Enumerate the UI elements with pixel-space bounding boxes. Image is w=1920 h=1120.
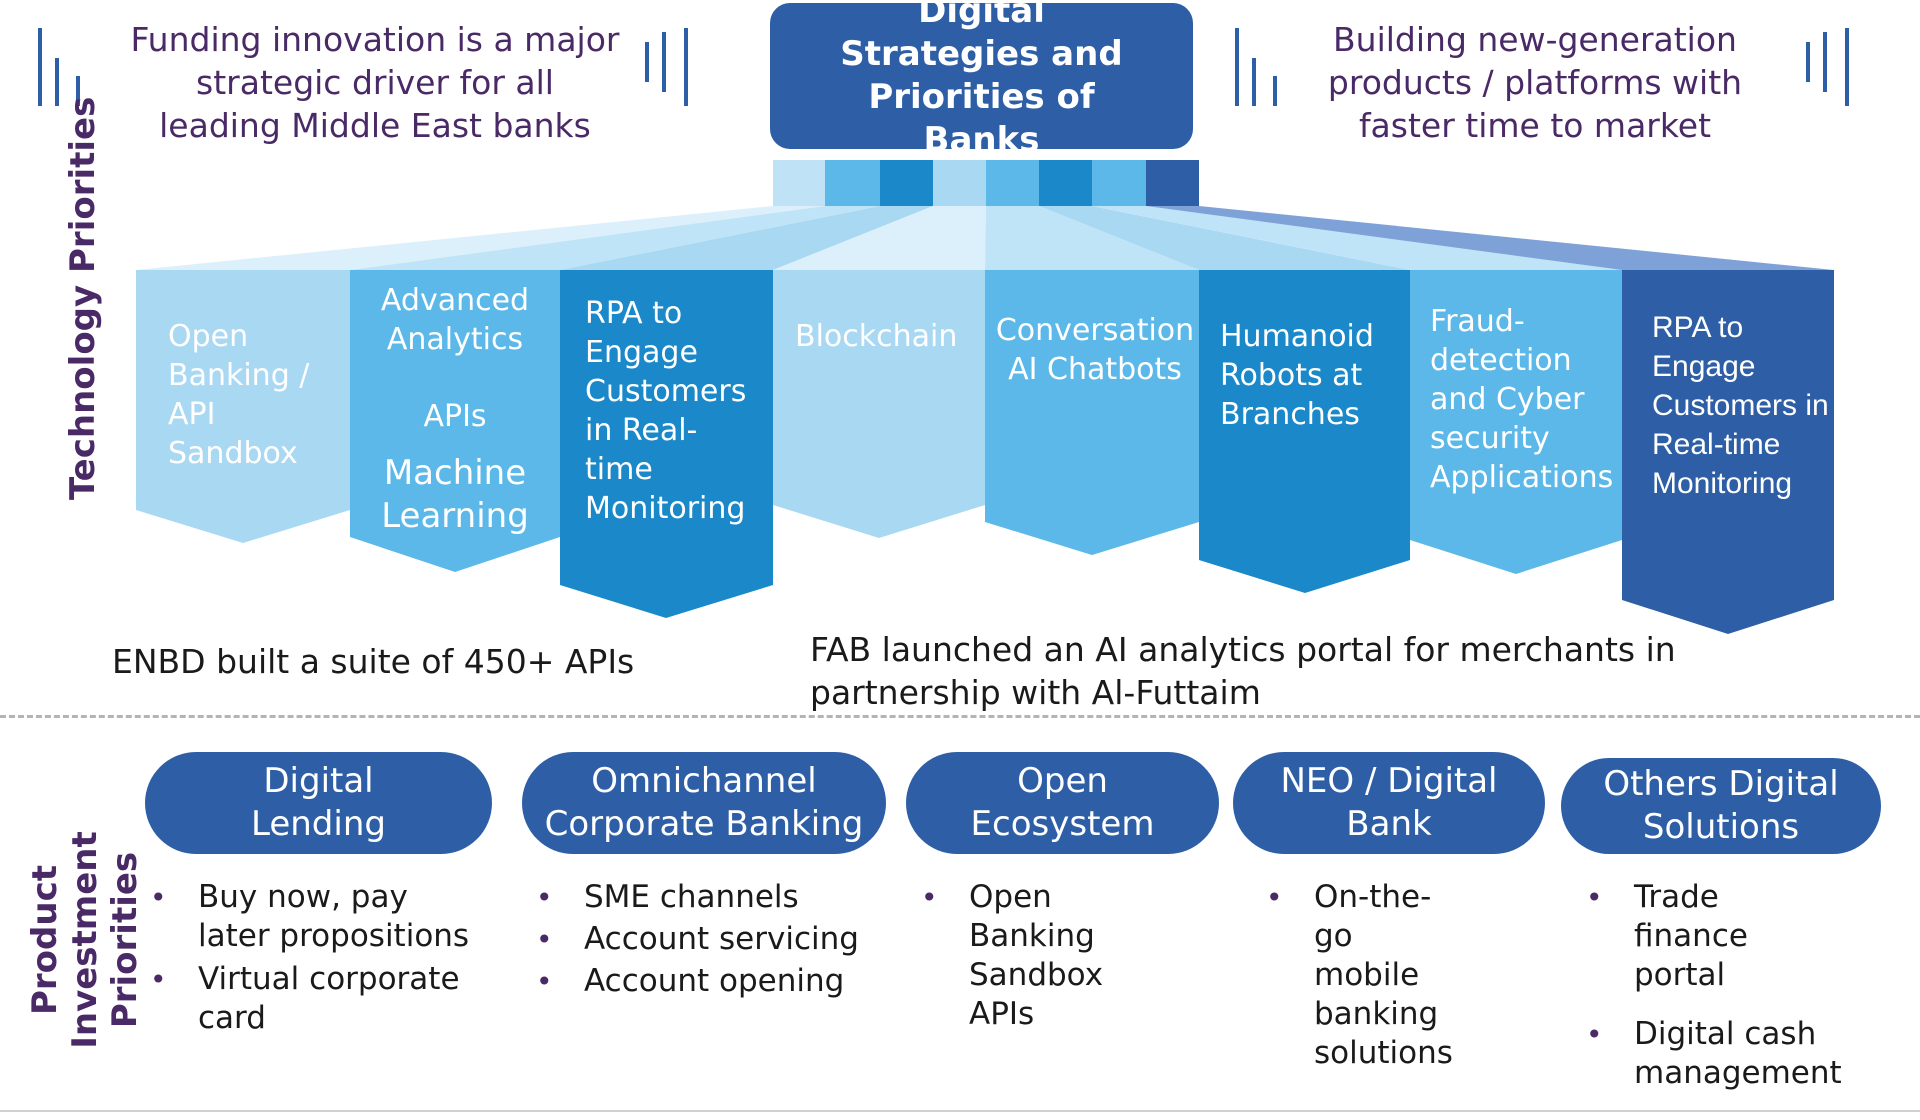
- tech-chevron-2: [350, 270, 560, 572]
- pill-others-digital-label: Others Digital Solutions: [1603, 764, 1839, 847]
- bullets-digital-lending: Buy now, pay later propositions Virtual …: [144, 878, 484, 1038]
- product-section-label: Product Investment Priorities: [25, 760, 145, 1120]
- main-title-box: Digital Strategies and Priorities of Ban…: [770, 0, 1193, 160]
- bullets-open-ecosystem: Open Banking Sandbox APIs: [915, 878, 1175, 1034]
- bottom-divider: [0, 1110, 1920, 1112]
- left-bars-icon: [38, 28, 88, 108]
- left-bars-right-icon: [645, 28, 695, 108]
- left-tagline: Funding innovation is a major strategic …: [130, 20, 620, 145]
- pill-omnichannel-label: Omnichannel Corporate Banking: [544, 761, 864, 844]
- pill-neo-digital-bank-label: NEO / Digital Bank: [1280, 761, 1498, 844]
- right-tagline: Building new-generation products / platf…: [1327, 20, 1743, 145]
- tech-label-open-banking: Open Banking / API Sandbox: [168, 319, 310, 471]
- pill-omnichannel: Omnichannel Corporate Banking: [522, 752, 886, 854]
- section-divider: [0, 715, 1920, 718]
- pill-digital-lending: Digital Lending: [145, 752, 492, 854]
- right-bars-right-icon: [1806, 28, 1856, 108]
- bullet-item: Buy now, pay later propositions: [144, 878, 484, 956]
- technology-fan-diagram: [136, 160, 1834, 634]
- pill-open-ecosystem: Open Ecosystem: [906, 752, 1219, 854]
- bullet-item: Virtual corporate card: [144, 960, 484, 1038]
- tech-label-conversation-ai: Conversation AI Chatbots: [995, 313, 1195, 387]
- bullets-neo-digital-bank: On-the-go mobile banking solutions: [1260, 878, 1453, 1073]
- right-bars-icon: [1235, 28, 1285, 108]
- tech-chevron-5: [985, 270, 1199, 555]
- pill-neo-digital-bank: NEO / Digital Bank: [1233, 752, 1545, 854]
- fan-rays: [136, 206, 1834, 270]
- tech-label-rpa-2: RPA to Engage Customers in Real-time Mon…: [1652, 311, 1829, 500]
- pill-digital-lending-label: Digital Lending: [251, 761, 386, 844]
- tech-chevron-8: [1622, 270, 1834, 634]
- example-fab: FAB launched an AI analytics portal for …: [810, 630, 1676, 712]
- tech-chevron-3: [560, 270, 773, 618]
- bullets-others-digital: Trade finance portal Digital cash manage…: [1580, 878, 1842, 1093]
- bullet-item: Digital cash management: [1580, 1015, 1842, 1093]
- tech-chevron-1: [136, 270, 350, 543]
- tech-label-machine-learning: Machine Learning: [381, 453, 529, 536]
- example-enbd: ENBD built a suite of 450+ APIs: [112, 642, 635, 681]
- bullets-omnichannel: SME channels Account servicing Account o…: [530, 878, 880, 1001]
- bullet-item: On-the-go mobile banking solutions: [1260, 878, 1453, 1073]
- tech-label-rpa-1: RPA to Engage Customers in Real-time Mon…: [585, 296, 747, 526]
- bullet-item: Open Banking Sandbox APIs: [915, 878, 1175, 1034]
- tech-label-fraud-detection: Fraud-detection and Cyber security Appli…: [1430, 304, 1614, 495]
- bullet-item: SME channels: [530, 878, 880, 917]
- tech-label-apis: APIs: [423, 399, 487, 434]
- tech-chevron-6: [1199, 270, 1410, 593]
- pill-open-ecosystem-label: Open Ecosystem: [970, 761, 1155, 844]
- tech-label-blockchain: Blockchain: [795, 319, 958, 354]
- tech-chevron-7: [1410, 270, 1622, 574]
- bullet-item: Account opening: [530, 962, 880, 1001]
- bullet-item: Account servicing: [530, 920, 880, 959]
- technology-section-label: Technology Priorities: [63, 96, 103, 500]
- tech-chevron-4: [773, 270, 985, 538]
- bullet-item: Trade finance portal: [1580, 878, 1840, 995]
- tech-label-humanoid-robots: Humanoid Robots at Branches: [1220, 319, 1374, 432]
- main-title: Digital Strategies and Priorities of Ban…: [840, 0, 1123, 160]
- product-section-label-text: Product Investment Priorities: [25, 831, 145, 1049]
- tech-label-advanced-analytics: Advanced Analytics: [380, 283, 530, 357]
- title-color-strip: [773, 160, 1199, 206]
- pill-others-digital: Others Digital Solutions: [1561, 758, 1881, 854]
